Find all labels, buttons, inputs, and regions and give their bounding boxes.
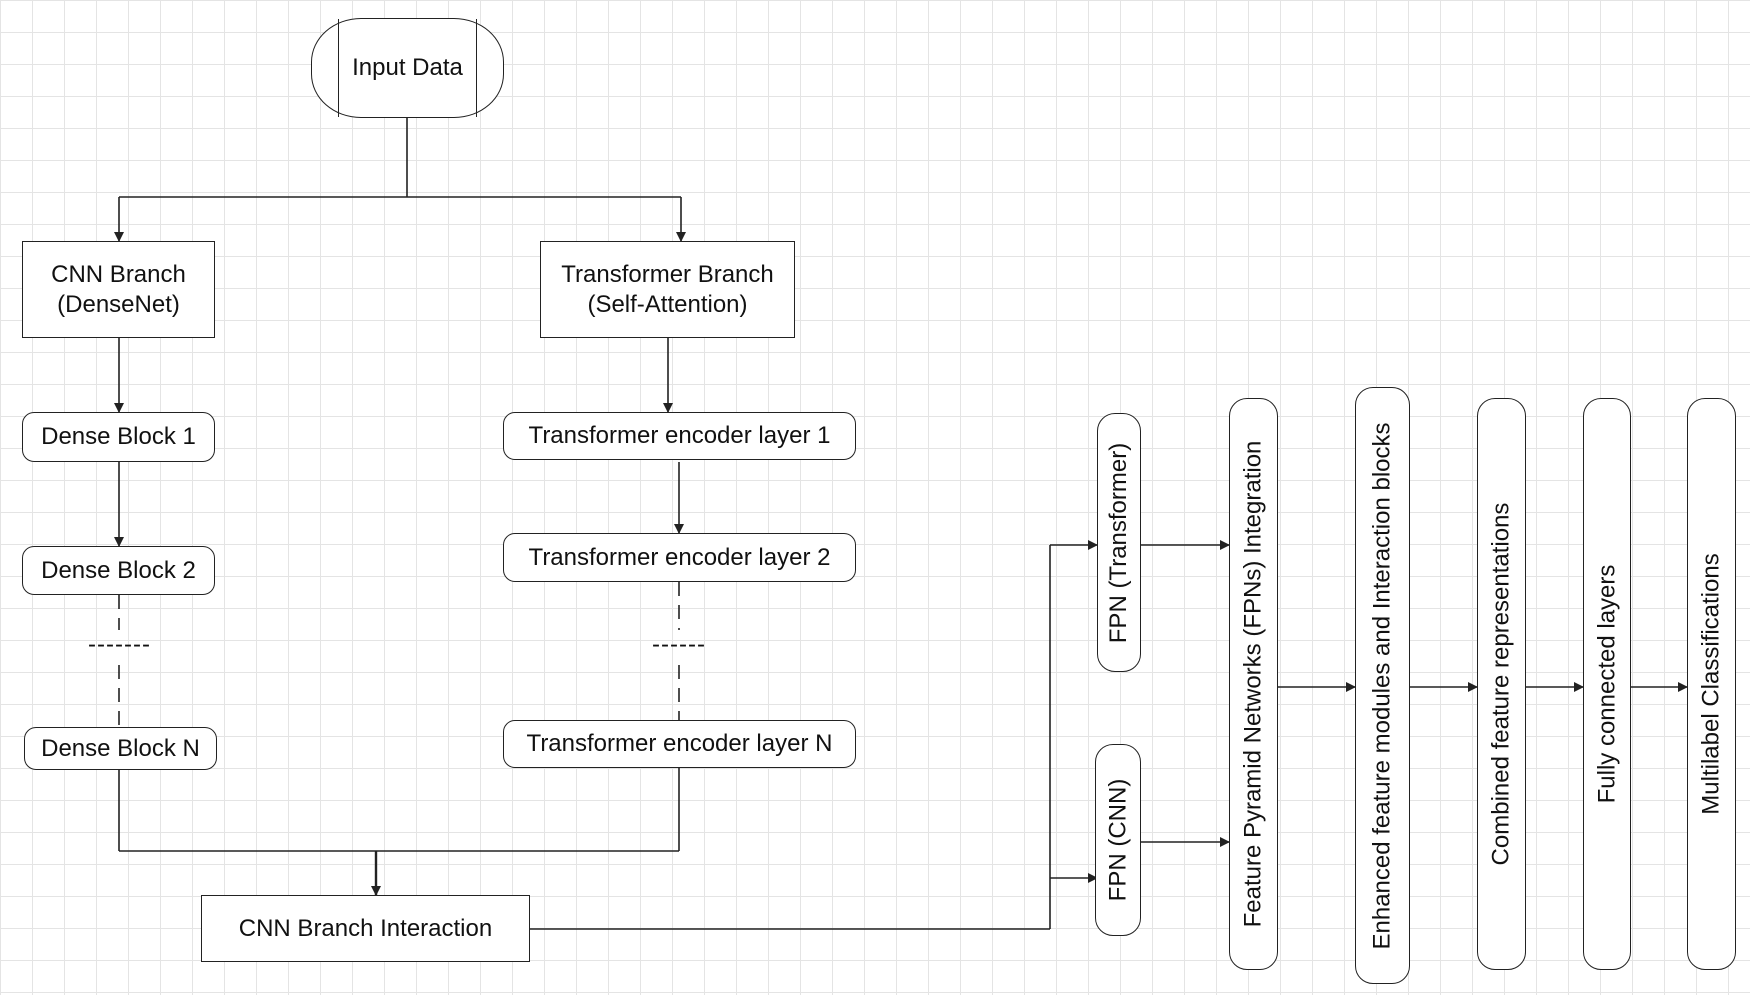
- combined-features-node: Combined feature representations: [1477, 398, 1526, 970]
- dense-block-1-label: Dense Block 1: [41, 423, 196, 450]
- input-data-node: Input Data: [311, 18, 504, 118]
- encoder-layer-2-label: Transformer encoder layer 2: [528, 543, 831, 571]
- cnn-branch-title: CNN Branch: [51, 260, 186, 288]
- fpn-cnn-node: FPN (CNN): [1095, 744, 1141, 936]
- enhanced-modules-label: Enhanced feature modules and Interaction…: [1368, 421, 1396, 950]
- cnn-branch-interaction-node: CNN Branch Interaction: [201, 895, 530, 962]
- enhanced-modules-node: Enhanced feature modules and Interaction…: [1355, 387, 1410, 984]
- encoder-layer-1-label: Transformer encoder layer 1: [528, 422, 831, 449]
- encoder-layer-n-node: Transformer encoder layer N: [503, 720, 856, 768]
- fully-connected-node: Fully connected layers: [1583, 398, 1631, 970]
- input-data-label: Input Data: [352, 54, 463, 81]
- encoder-layer-1-node: Transformer encoder layer 1: [503, 412, 856, 460]
- cnn-branch-interaction-label: CNN Branch Interaction: [238, 914, 493, 942]
- fpn-cnn-label: FPN (CNN): [1104, 778, 1131, 902]
- multilabel-node: Multilabel Classifications: [1687, 398, 1736, 970]
- cnn-branch-subtitle: (DenseNet): [57, 290, 180, 318]
- encoder-layer-n-label: Transformer encoder layer N: [526, 730, 833, 757]
- fpn-transformer-label: FPN (Transformer): [1105, 442, 1133, 643]
- cnn-ellipsis: -------: [88, 631, 151, 658]
- cnn-branch-node: CNN Branch (DenseNet): [22, 241, 215, 338]
- fully-connected-label: Fully connected layers: [1593, 564, 1620, 804]
- combined-features-label: Combined feature representations: [1487, 502, 1515, 866]
- dense-block-n-label: Dense Block N: [41, 734, 200, 762]
- transformer-branch-subtitle: (Self-Attention): [587, 290, 748, 318]
- fpn-integration-node: Feature Pyramid Networks (FPNs) Integrat…: [1229, 398, 1278, 970]
- transformer-branch-node: Transformer Branch (Self-Attention): [540, 241, 795, 338]
- dense-block-2-node: Dense Block 2: [22, 546, 215, 595]
- fpn-transformer-node: FPN (Transformer): [1097, 413, 1141, 672]
- transformer-branch-title: Transformer Branch: [561, 260, 774, 288]
- encoder-layer-2-node: Transformer encoder layer 2: [503, 533, 856, 582]
- fpn-integration-label: Feature Pyramid Networks (FPNs) Integrat…: [1239, 440, 1267, 928]
- dense-block-2-label: Dense Block 2: [41, 556, 196, 584]
- dense-block-1-node: Dense Block 1: [22, 412, 215, 462]
- dense-block-n-node: Dense Block N: [24, 727, 217, 770]
- transformer-ellipsis: ------: [652, 631, 706, 658]
- multilabel-label: Multilabel Classifications: [1697, 553, 1725, 815]
